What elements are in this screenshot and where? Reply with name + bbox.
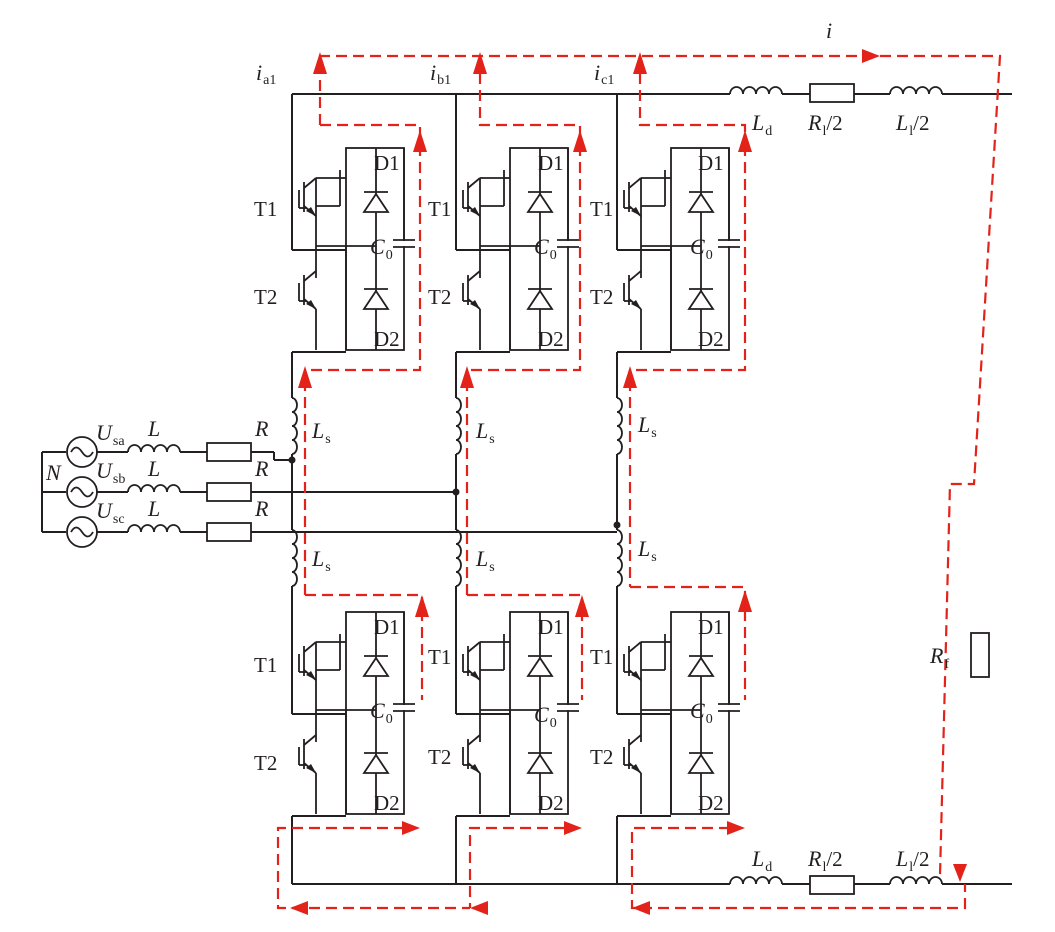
- svg-text:D2: D2: [698, 791, 724, 815]
- label-usc: Usc: [96, 498, 125, 527]
- label-ic1: ic1: [594, 60, 614, 88]
- svg-text:T1: T1: [254, 197, 277, 221]
- svg-text:D1: D1: [698, 615, 724, 639]
- svg-text:D1: D1: [538, 151, 564, 175]
- svg-text:D2: D2: [538, 791, 564, 815]
- label-ld-bottom: Ld: [751, 846, 772, 875]
- svg-text:T2: T2: [590, 745, 613, 769]
- labels: i ia1 ib1 ic1 Ld Rl/2 Ll/2 Ld Rl/2 Ll/2 …: [45, 18, 949, 875]
- svg-text:D1: D1: [374, 615, 400, 639]
- label-l-b: L: [147, 456, 160, 481]
- label-usb: Usb: [96, 458, 125, 487]
- svg-text:D1: D1: [374, 151, 400, 175]
- label-r-c: R: [254, 496, 269, 521]
- label-ib1: ib1: [430, 60, 451, 88]
- svg-text:T1: T1: [428, 197, 451, 221]
- svg-text:T1: T1: [254, 653, 277, 677]
- svg-text:C0: C0: [534, 234, 557, 263]
- label-r-a: R: [254, 416, 269, 441]
- svg-text:C0: C0: [690, 698, 713, 727]
- label-ia1: ia1: [256, 60, 276, 88]
- svg-text:D1: D1: [538, 615, 564, 639]
- svg-text:C0: C0: [370, 234, 393, 263]
- label-ld-top: Ld: [751, 110, 772, 139]
- svg-text:D2: D2: [698, 327, 724, 351]
- label-r-b: R: [254, 456, 269, 481]
- svg-text:T1: T1: [590, 645, 613, 669]
- svg-text:T2: T2: [254, 285, 277, 309]
- submodule-labels-a-lower: T1 T2 D1 D2 C0: [254, 615, 400, 815]
- svg-text:T2: T2: [428, 745, 451, 769]
- svg-text:C0: C0: [690, 234, 713, 263]
- label-ls-a-bottom: Ls: [311, 546, 331, 575]
- svg-text:C0: C0: [370, 698, 393, 727]
- submodule-labels-c-upper: T1 T2 D1 D2 C0: [590, 151, 724, 351]
- label-ls-a-top: Ls: [311, 418, 331, 447]
- label-ll2-bottom: Ll/2: [895, 846, 929, 875]
- label-ll2-top: Ll/2: [895, 110, 929, 139]
- label-rl2-top: Rl/2: [807, 110, 843, 139]
- svg-text:D2: D2: [374, 791, 400, 815]
- svg-text:C0: C0: [534, 702, 557, 731]
- svg-text:T2: T2: [254, 751, 277, 775]
- submodule-labels-b-lower: T1 T2 D1 D2 C0: [428, 615, 564, 815]
- submodule-labels-a-upper: T1 T2 D1 D2 C0: [254, 151, 400, 351]
- label-rl2-bottom: Rl/2: [807, 846, 843, 875]
- svg-text:D2: D2: [374, 327, 400, 351]
- label-l-c: L: [147, 496, 160, 521]
- label-ls-b-bottom: Ls: [475, 546, 495, 575]
- label-ls-b-top: Ls: [475, 418, 495, 447]
- svg-text:D2: D2: [538, 327, 564, 351]
- svg-text:D1: D1: [698, 151, 724, 175]
- circuit-wiring: [41, 83, 1012, 895]
- label-usa: Usa: [96, 420, 125, 449]
- fault-current-path: [276, 49, 1002, 915]
- svg-text:T2: T2: [590, 285, 613, 309]
- svg-text:T1: T1: [428, 645, 451, 669]
- svg-text:T2: T2: [428, 285, 451, 309]
- label-i: i: [826, 18, 832, 43]
- label-l-a: L: [147, 416, 160, 441]
- label-rf: Rf: [929, 643, 949, 672]
- svg-text:T1: T1: [590, 197, 613, 221]
- label-ls-c-top: Ls: [637, 412, 657, 441]
- label-n: N: [45, 460, 62, 485]
- submodule-labels-c-lower: T1 T2 D1 D2 C0: [590, 615, 724, 815]
- label-ls-c-bottom: Ls: [637, 536, 657, 565]
- submodule-labels-b-upper: T1 T2 D1 D2 C0: [428, 151, 564, 351]
